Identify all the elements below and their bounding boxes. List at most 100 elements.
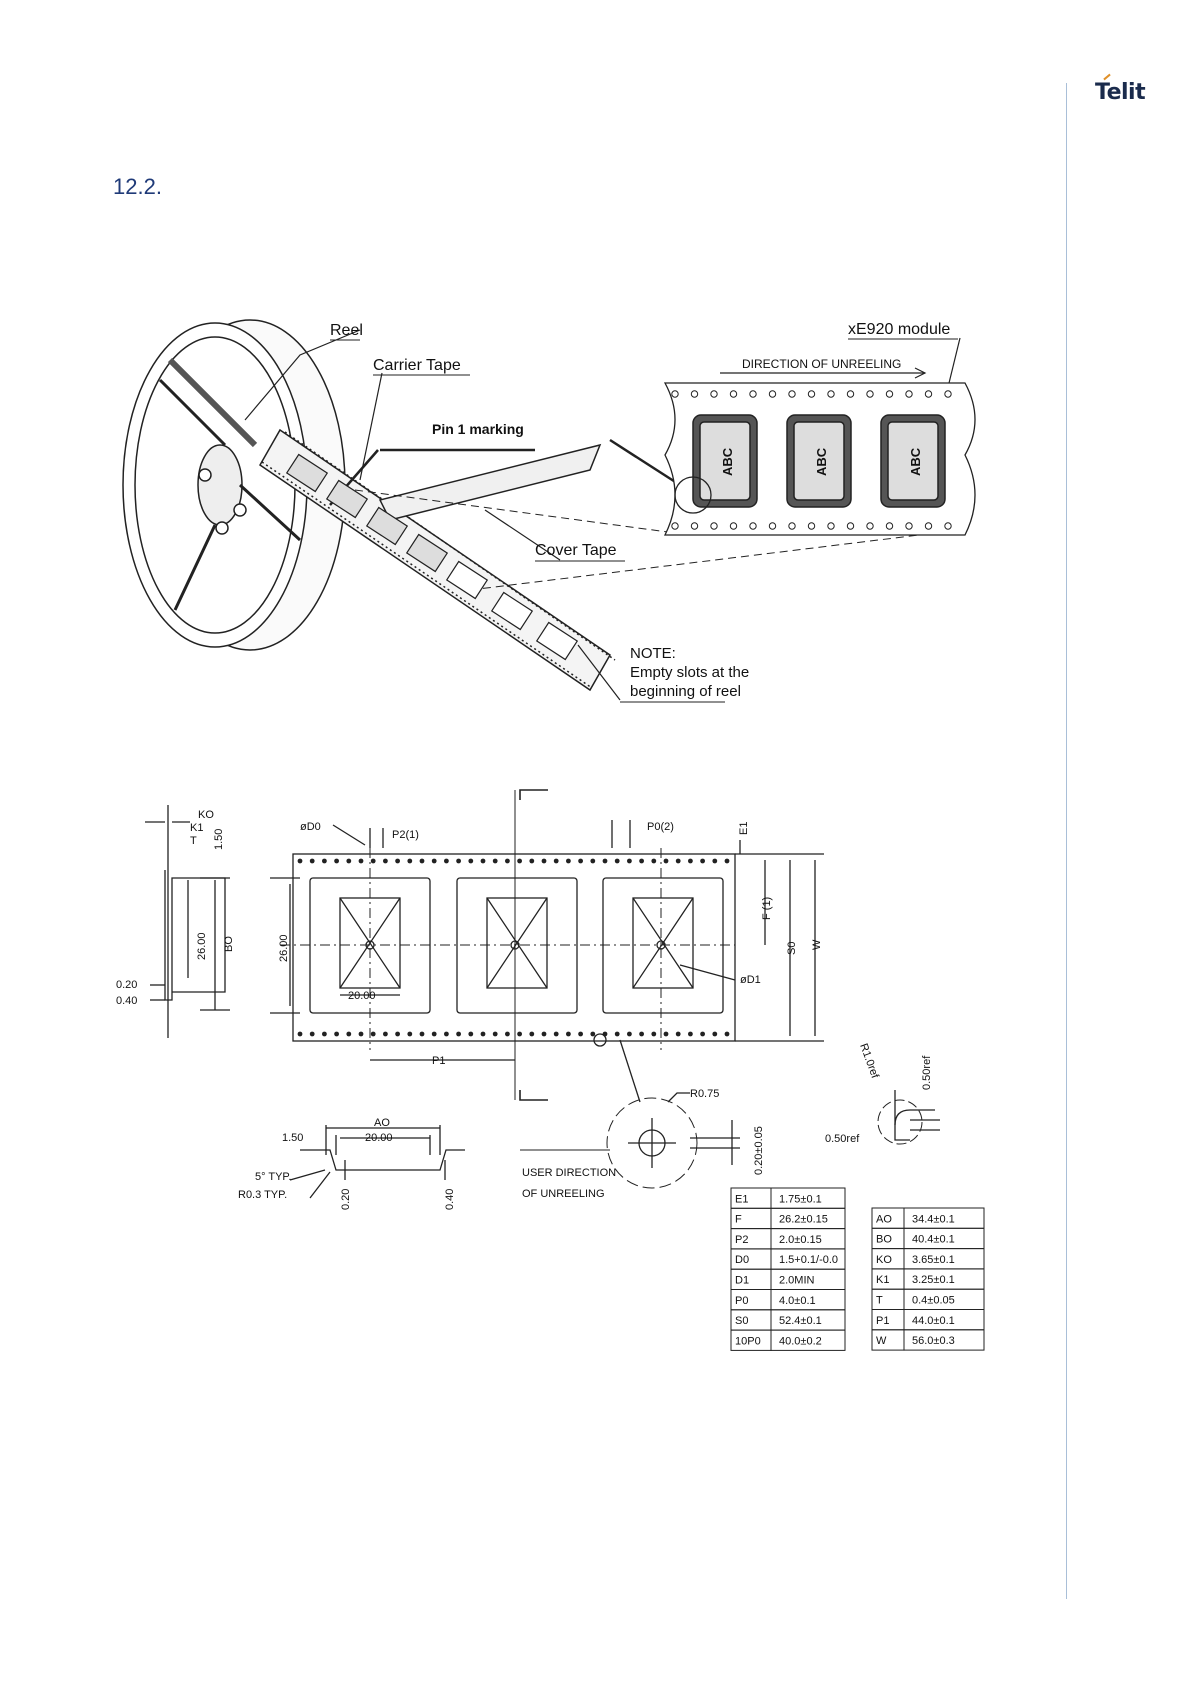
tape-hole <box>614 1031 620 1037</box>
table-value: 52.4±0.1 <box>779 1315 822 1327</box>
tape-hole <box>346 1031 352 1037</box>
tape-hole <box>553 1031 559 1037</box>
table-key: P2 <box>735 1234 748 1246</box>
tape-hole <box>700 858 705 864</box>
table-value: 4.0±0.1 <box>779 1295 816 1307</box>
label-section-150: 1.50 <box>282 1132 303 1144</box>
tape-hole <box>663 1031 669 1037</box>
table-value: 3.65±0.1 <box>912 1254 955 1266</box>
tape-hole <box>480 1031 486 1037</box>
tape-hole <box>688 1031 693 1037</box>
label-section-020: 0.20 <box>340 1189 352 1210</box>
table-key: D1 <box>735 1275 749 1287</box>
sprocket-hole <box>749 390 757 398</box>
sprocket-hole <box>729 390 738 398</box>
label-r075: R0.75 <box>690 1088 719 1100</box>
tape-hole <box>309 1031 315 1037</box>
label-d0: øD0 <box>300 821 321 833</box>
pin1-marker-circle <box>674 476 712 514</box>
label-user-dir-1: USER DIRECTION <box>522 1167 616 1179</box>
tape-hole <box>651 858 657 864</box>
table-key: T <box>876 1295 883 1307</box>
tape-hole <box>468 1031 474 1037</box>
table-value: 0.4±0.05 <box>912 1295 955 1307</box>
sprocket-hole <box>671 522 679 530</box>
tape-hole <box>370 1031 376 1037</box>
table-value: 2.0±0.15 <box>779 1234 822 1246</box>
sprocket-hole <box>807 522 816 530</box>
sprocket-hole <box>944 390 952 398</box>
sprocket-hole <box>671 390 679 398</box>
cover-tape-label: Cover Tape <box>535 542 617 559</box>
telit-logo: Telit <box>1095 80 1146 105</box>
tape-hole <box>675 858 681 864</box>
sprocket-hole <box>788 390 796 398</box>
tape-top-view <box>292 853 736 1042</box>
tape-hole <box>651 1031 657 1037</box>
table-key: AO <box>876 1213 892 1225</box>
label-p2: P2(1) <box>392 829 419 841</box>
label-user-dir-2: OF UNREELING <box>522 1188 605 1200</box>
tape-hole <box>419 858 425 864</box>
tape-hole <box>407 1031 413 1037</box>
pocket-2 <box>456 877 578 1014</box>
tape-hole <box>627 858 632 864</box>
pin1-label: Pin 1 marking <box>432 421 524 437</box>
tape-hole <box>346 858 352 864</box>
sprocket-hole <box>924 522 933 530</box>
sprocket-hole <box>710 522 718 530</box>
sprocket-hole <box>710 390 718 398</box>
tape-hole <box>407 858 413 864</box>
tape-hole <box>517 858 522 864</box>
table-value: 3.25±0.1 <box>912 1274 955 1286</box>
sprocket-hole <box>905 390 913 398</box>
label-k1: K1 <box>190 822 203 834</box>
tape-hole <box>663 858 669 864</box>
pocket-cross-section <box>300 1149 465 1171</box>
table-value: 40.4±0.1 <box>912 1234 955 1246</box>
label-050ref-horizontal: 0.50ref <box>825 1133 860 1145</box>
pocket-1 <box>309 877 431 1014</box>
tape-hole <box>529 1031 535 1037</box>
tape-hole <box>566 1031 571 1037</box>
sprocket-hole <box>866 522 874 530</box>
sprocket-hole <box>690 390 699 398</box>
table-key: W <box>876 1335 887 1347</box>
module-label: xE920 module <box>848 321 950 338</box>
tape-hole <box>712 858 718 864</box>
tape-hole <box>590 1031 596 1037</box>
tape-hole <box>505 1031 510 1037</box>
tape-hole <box>578 1031 583 1037</box>
tape-hole <box>712 1031 718 1037</box>
chip-marking-2: ABC <box>814 447 829 476</box>
tape-hole <box>614 858 620 864</box>
sprocket-hole <box>827 390 835 398</box>
tape-hole <box>505 858 510 864</box>
tape-hole <box>724 858 730 864</box>
label-p0: P0(2) <box>647 821 674 833</box>
margin-rule <box>1066 83 1067 1599</box>
tape-hole <box>431 1031 437 1037</box>
tape-hole <box>456 1031 461 1037</box>
tape-hole <box>627 1031 632 1037</box>
label-s0: S0 <box>786 942 798 955</box>
note-line-3: beginning of reel <box>630 683 741 700</box>
table-value: 1.5+0.1/-0.0 <box>779 1254 838 1266</box>
tape-hole <box>419 1031 425 1037</box>
label-side-2600: 26.00 <box>196 932 208 960</box>
tape-hole <box>309 858 315 864</box>
table-value: 56.0±0.3 <box>912 1335 955 1347</box>
direction-label: DIRECTION OF UNREELING <box>742 357 901 371</box>
table-key: 10P0 <box>735 1335 761 1347</box>
tape-hole <box>431 858 437 864</box>
table-value: 44.0±0.1 <box>912 1315 955 1327</box>
label-section-040: 0.40 <box>444 1189 456 1210</box>
tape-hole <box>322 858 327 864</box>
table-cell <box>903 1329 985 1351</box>
tape-hole <box>456 858 461 864</box>
sprocket-hole <box>729 522 738 530</box>
section-number: 12.2. <box>113 174 162 199</box>
tape-hole <box>383 1031 388 1037</box>
